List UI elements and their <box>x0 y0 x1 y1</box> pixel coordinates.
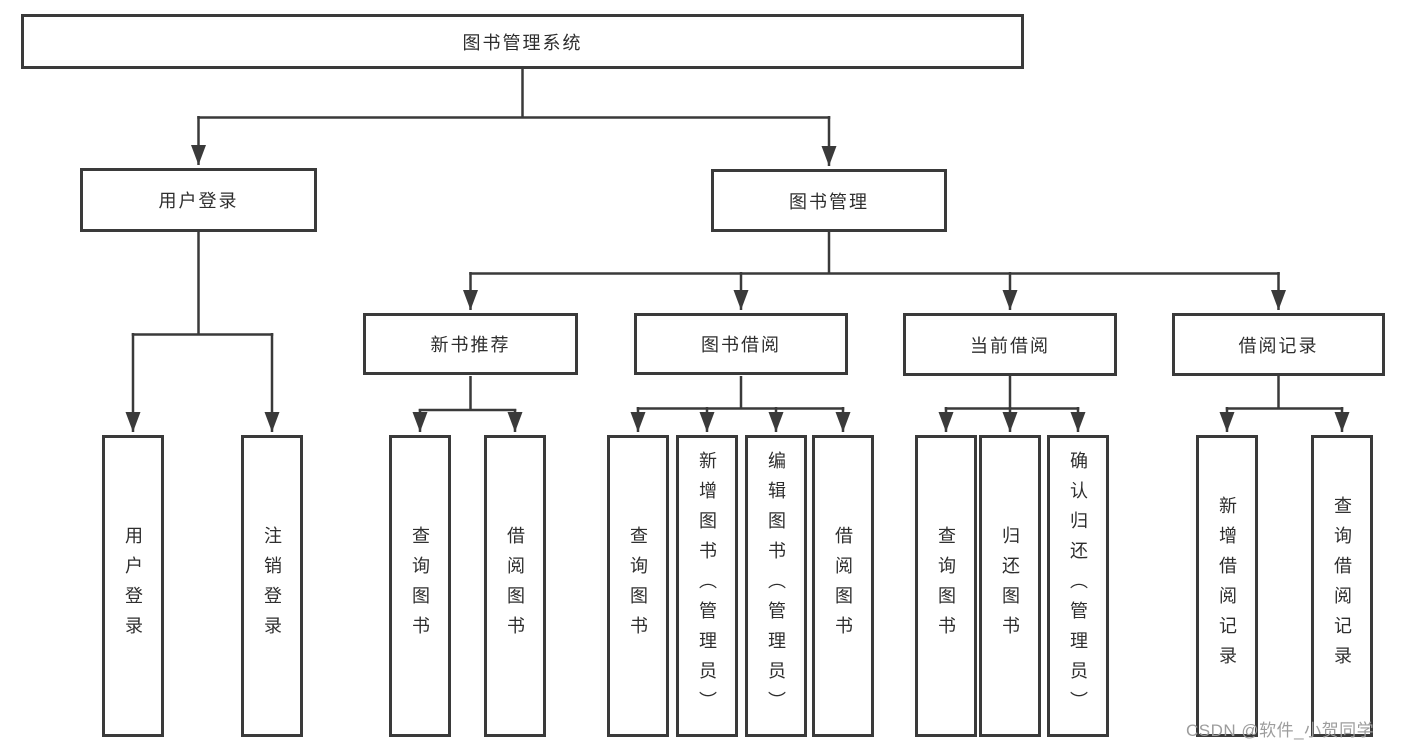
node-user-login: 用户登录 <box>80 168 317 232</box>
node-current-borrowing: 当前借阅 <box>903 313 1117 376</box>
leaf-borrow-books-recommend: 借阅图书 <box>484 435 546 737</box>
leaf-search-books-recommend: 查询图书 <box>389 435 451 737</box>
csdn-watermark: CSDN @软件_小贺同学 <box>1186 721 1375 740</box>
leaf-search-books-borrowing: 查询图书 <box>607 435 669 737</box>
leaf-borrow-books-borrowing: 借阅图书 <box>812 435 874 737</box>
node-new-book-recommend: 新书推荐 <box>363 313 578 375</box>
leaf-user-login: 用户登录 <box>102 435 164 737</box>
leaf-search-borrow-record: 查询借阅记录 <box>1311 435 1373 737</box>
leaf-confirm-return-admin: 确认归还（管理员） <box>1047 435 1109 737</box>
connector-group <box>125 69 1350 432</box>
leaf-logout-login: 注销登录 <box>241 435 303 737</box>
leaf-edit-book-admin: 编辑图书（管理员） <box>745 435 807 737</box>
node-borrowing-records: 借阅记录 <box>1172 313 1385 376</box>
leaf-add-book-admin: 新增图书（管理员） <box>676 435 738 737</box>
root-node-library-management-system: 图书管理系统 <box>21 14 1024 69</box>
node-book-borrowing: 图书借阅 <box>634 313 848 375</box>
node-book-management: 图书管理 <box>711 169 947 232</box>
leaf-search-books-current: 查询图书 <box>915 435 977 737</box>
leaf-return-book: 归还图书 <box>979 435 1041 737</box>
leaf-add-borrow-record: 新增借阅记录 <box>1196 435 1258 737</box>
